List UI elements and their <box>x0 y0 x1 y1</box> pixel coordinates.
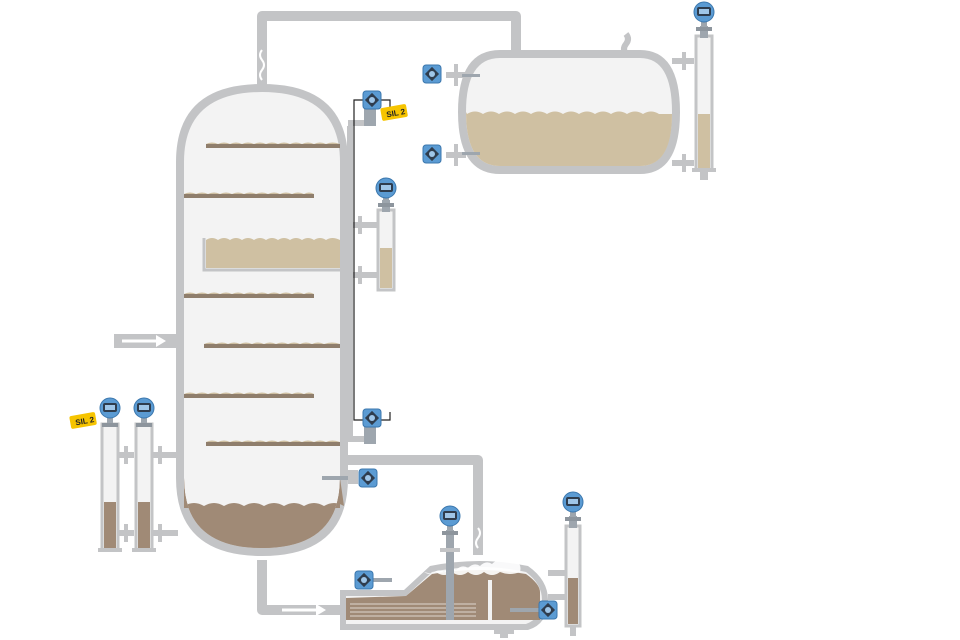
drum-level-chamber <box>692 26 716 180</box>
reboiler-pressure-transmitter-icon-right[interactable] <box>510 600 558 620</box>
sil-badge-left-label: SIL 2 <box>75 415 96 427</box>
column-trays <box>184 142 340 446</box>
radar-level-transmitter-icon[interactable] <box>375 177 397 208</box>
overhead-vapor-pipe <box>257 11 521 88</box>
reboiler-radar-level-transmitter-icon[interactable] <box>439 505 461 536</box>
tray-2 <box>184 192 314 198</box>
tray-4 <box>184 292 314 298</box>
pressure-transmitter-icon-lower[interactable] <box>362 408 382 444</box>
tray-1 <box>206 142 340 148</box>
drum-radar-level-transmitter-icon[interactable] <box>693 1 715 32</box>
sil-badge-label: SIL 2 <box>386 107 407 119</box>
signal-line <box>353 99 366 421</box>
tray-3-chimney <box>202 238 340 272</box>
bridle-2 <box>132 422 178 552</box>
reboiler-return-pipe <box>346 455 483 555</box>
reboiler-inlet-arrow-icon <box>282 604 326 616</box>
feed-flow-arrow-icon <box>114 334 176 348</box>
bottoms-pipe <box>257 560 342 615</box>
tray-5 <box>204 342 340 348</box>
tray-7 <box>206 440 340 446</box>
sil-badge-icon: SIL 2 <box>380 104 408 121</box>
vapor-wave-icon <box>259 49 265 81</box>
drum-pressure-transmitter-icon-top[interactable] <box>422 64 442 84</box>
drum-liquid <box>466 111 672 166</box>
bottom-level-probe <box>322 468 378 488</box>
kettle-reboiler <box>340 560 548 638</box>
reflux-drum <box>446 50 694 174</box>
distillation-column <box>176 84 348 556</box>
drum-pressure-transmitter-icon-bottom[interactable] <box>422 144 442 164</box>
reboiler-pressure-transmitter-icon-left[interactable] <box>354 570 392 590</box>
reboiler-level-chamber <box>548 516 582 636</box>
bridle-1 <box>98 422 134 552</box>
sil-badge-icon-left: SIL 2 <box>69 412 97 429</box>
reboiler-radar-probe <box>440 530 460 620</box>
vapor-wave-icon-2 <box>475 527 481 549</box>
left-level-bridles <box>98 422 178 552</box>
side-level-gauge <box>376 200 396 292</box>
reboiler-chamber-radar-transmitter-icon[interactable] <box>562 491 584 522</box>
column-nozzles <box>348 120 384 442</box>
pressure-transmitter-icon[interactable] <box>362 90 382 126</box>
tray-6 <box>184 392 314 398</box>
